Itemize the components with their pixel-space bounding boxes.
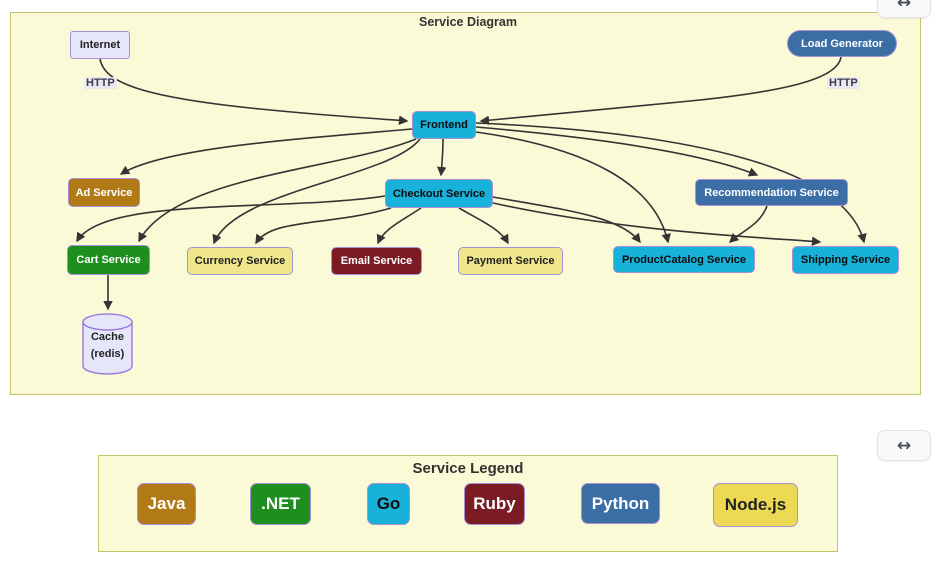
resize-diagram-button[interactable]: ↔ [877, 0, 931, 18]
node-load-generator: Load Generator [787, 30, 897, 57]
legend-item-go: Go [367, 483, 410, 525]
http-label-internet: HTTP [84, 77, 117, 89]
node-cache-redis: Cache (redis) [82, 313, 133, 375]
node-email-service: Email Service [331, 247, 422, 275]
legend-item-ruby: Ruby [464, 483, 525, 525]
node-internet: Internet [70, 31, 130, 59]
legend-item-python: Python [581, 483, 660, 524]
database-cylinder-icon [82, 313, 133, 375]
cache-label-line1: Cache [90, 331, 125, 343]
node-productcatalog-service: ProductCatalog Service [613, 246, 755, 273]
node-currency-service: Currency Service [187, 247, 293, 275]
node-frontend: Frontend [412, 111, 476, 139]
diagram-title: Service Diagram [419, 15, 517, 29]
legend-item-nodejs: Node.js [713, 483, 798, 527]
legend-item-dotnet: .NET [250, 483, 311, 525]
node-shipping-service: Shipping Service [792, 246, 899, 274]
cache-label-line2: (redis) [90, 348, 125, 361]
legend-item-java: Java [137, 483, 196, 525]
node-checkout-service: Checkout Service [385, 179, 493, 208]
http-label-load-generator: HTTP [827, 77, 860, 89]
node-ad-service: Ad Service [68, 178, 140, 207]
legend-title: Service Legend [412, 460, 524, 477]
cache-label: Cache (redis) [82, 329, 133, 363]
node-cart-service: Cart Service [67, 245, 150, 275]
node-payment-service: Payment Service [458, 247, 563, 275]
node-recommendation-service: Recommendation Service [695, 179, 848, 206]
resize-legend-button[interactable]: ↔ [877, 430, 931, 461]
